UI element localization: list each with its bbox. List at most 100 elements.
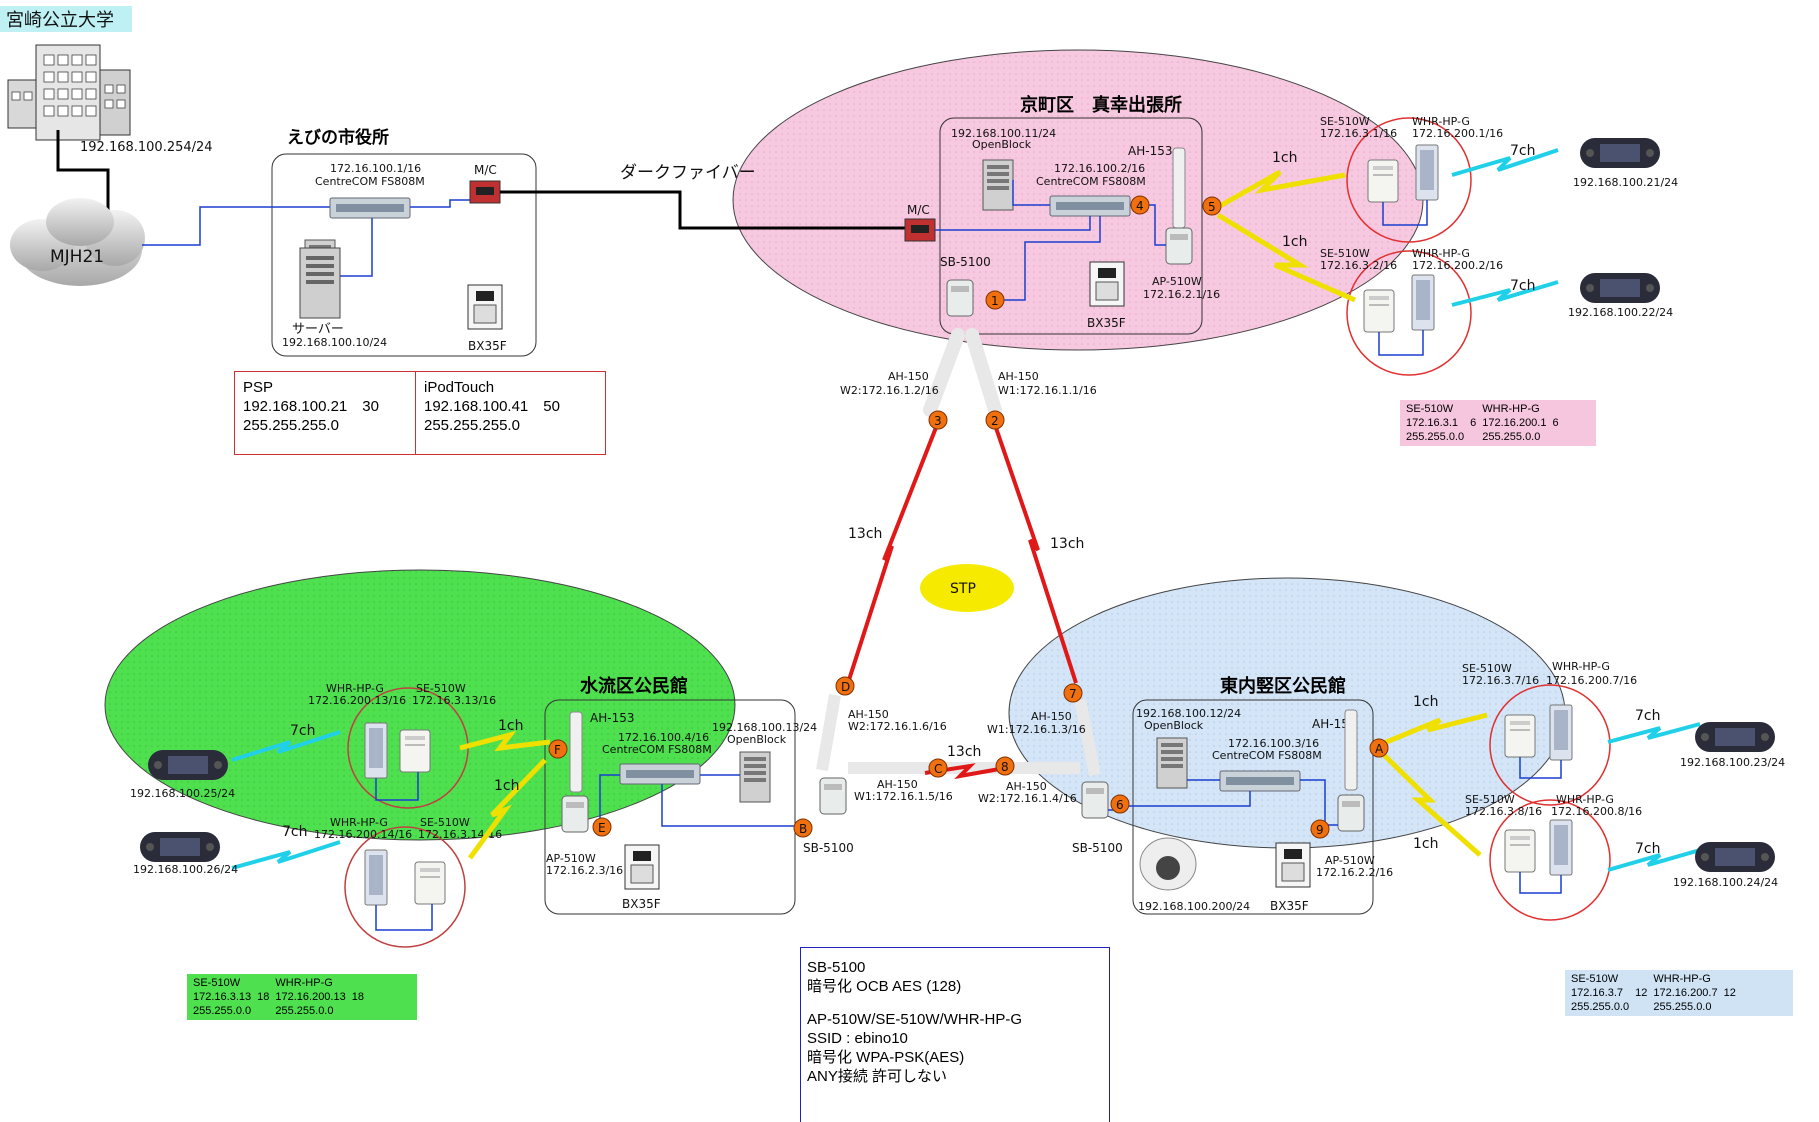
- university-building-icon: [7, 44, 131, 141]
- city-hall-server-ip: 192.168.100.10/24: [282, 336, 387, 349]
- suiryu-whr2-icon: [364, 849, 388, 906]
- kyomachi-psp2-ip: 192.168.100.22/24: [1568, 306, 1673, 319]
- suiryu-title: 水流区公民館: [580, 675, 688, 697]
- suiryu-summary-h1: SE-510W: [193, 977, 241, 989]
- cloud-switch-line: [142, 206, 330, 246]
- kyomachi-summary-r1c1: 172.16.3.1: [1406, 417, 1458, 429]
- city-hall-mc-label: M/C: [474, 163, 497, 177]
- higashi-whr1-icon: [1549, 704, 1573, 761]
- suiryu-sb-label: SB-5100: [803, 841, 854, 855]
- suiryu-bx-icon: [624, 844, 660, 890]
- switch-server-line: [335, 218, 373, 277]
- higashi-switch-ap-line: [1300, 779, 1338, 826]
- marker-3: 3: [928, 410, 948, 430]
- city-hall-title: えびの市役所: [287, 127, 389, 148]
- higashi-se1-icon: [1504, 714, 1536, 758]
- kyomachi-pair2-circle: [1346, 250, 1472, 376]
- dark-fiber-line: [500, 190, 910, 230]
- higashi-summary-r1c1: 172.16.3.7: [1571, 987, 1623, 999]
- suiryu-whr1-label: WHR-HP-G: [326, 682, 384, 695]
- kyomachi-sb-icon: [946, 279, 974, 317]
- bottom-13ch-label: 13ch: [947, 744, 981, 760]
- kyomachi-ah150-left-icon: [923, 328, 965, 417]
- suiryu-7ch-a: 7ch: [290, 723, 315, 739]
- ipod-box-line2: 255.255.255.0: [424, 417, 520, 434]
- suiryu-ah150-up-icon: [816, 693, 841, 772]
- cloud-icon: [10, 198, 145, 286]
- legend-line6: ANY接続 許可しない: [807, 1068, 948, 1085]
- kyomachi-bx-icon: [1089, 261, 1125, 307]
- stp-label: STP: [950, 581, 976, 597]
- psp-box-line2: 255.255.255.0: [243, 417, 339, 434]
- kyomachi-link2-label: 1ch: [1282, 234, 1307, 250]
- kyomachi-whr1-label: WHR-HP-G: [1412, 115, 1470, 128]
- marker-8: 8: [995, 756, 1015, 776]
- suiryu-se1-ip: 172.16.3.13/16: [412, 694, 496, 707]
- suiryu-whr1-icon: [364, 722, 388, 779]
- university-ip: 192.168.100.254/24: [80, 140, 213, 155]
- legend-line3: AP-510W/SE-510W/WHR-HP-G: [807, 1011, 1023, 1028]
- higashi-sb-icon: [1081, 781, 1109, 819]
- svg-text:5: 5: [1208, 200, 1216, 214]
- city-hall-bx-label: BX35F: [468, 339, 507, 353]
- suiryu-summary-r1c2: 172.16.200.13: [275, 991, 346, 1003]
- university-name: 宮崎公立大学: [6, 10, 114, 31]
- higashi-1ch-b: 1ch: [1413, 836, 1438, 852]
- higashi-whr2-ip: 172.16.200.8/16: [1551, 805, 1642, 818]
- cloud-label: MJH21: [50, 247, 104, 267]
- higashi-summary-r1n1: 12: [1635, 987, 1648, 999]
- kyomachi-link2-bolt: [1216, 212, 1357, 303]
- kyomachi-se2-icon: [1363, 289, 1395, 333]
- kyomachi-pair1-cable: [1382, 200, 1428, 226]
- suiryu-summary-h2: WHR-HP-G: [275, 977, 333, 989]
- higashi-bx-icon: [1275, 842, 1311, 888]
- kyomachi-pair1-circle: [1346, 117, 1472, 243]
- higashi-psp2-icon: [1695, 842, 1775, 872]
- kyomachi-ah150-left-label: AH-150: [888, 370, 929, 383]
- kyomachi-whr1-ip: 172.16.200.1/16: [1412, 127, 1503, 140]
- higashi-summary-r1n2: 12: [1723, 987, 1736, 999]
- suiryu-summary-r2c2: 255.255.0.0: [275, 1005, 334, 1017]
- right-13ch-label: 13ch: [1050, 536, 1084, 552]
- stp-badge: [920, 564, 1014, 612]
- higashi-psp1-ip: 192.168.100.23/24: [1680, 756, 1785, 769]
- psp-settings-box: PSP 192.168.100.21 30 255.255.255.0: [234, 371, 422, 455]
- kyomachi-ah150-right-icon: [965, 328, 1002, 417]
- suiryu-ah153-label: AH-153: [590, 711, 634, 725]
- higashi-whr2-label: WHR-HP-G: [1556, 793, 1614, 806]
- kyomachi-ah153-label: AH-153: [1128, 144, 1172, 158]
- kyomachi-link1-bolt: [1216, 169, 1346, 210]
- suiryu-openblock-ip: 192.168.100.13/24: [712, 721, 817, 734]
- higashi-openblock-icon: [1156, 737, 1188, 789]
- higashi-7ch-bolt-2: [1607, 848, 1701, 872]
- higashi-switch-icon: [1219, 770, 1301, 792]
- suiryu-1ch-bolt-2: [467, 758, 547, 860]
- kyomachi-openblock-label: OpenBlock: [972, 138, 1032, 151]
- higashi-pair1-cable: [1519, 757, 1562, 779]
- suiryu-se1-label: SE-510W: [416, 682, 466, 695]
- suiryu-se2-ip: 172.16.3.14/16: [418, 828, 502, 841]
- suiryu-bx-label: BX35F: [622, 897, 661, 911]
- higashi-se1-ip: 172.16.3.7/16: [1462, 674, 1539, 687]
- suiryu-whr2-ip: 172.16.200.14/16: [314, 828, 412, 841]
- svg-text:1: 1: [991, 294, 999, 308]
- higashi-whr1-label: WHR-HP-G: [1552, 660, 1610, 673]
- higashi-summary-r2c2: 255.255.0.0: [1653, 1001, 1712, 1013]
- marker-9: 9: [1310, 819, 1330, 839]
- kyomachi-summary-r1n1: 6: [1470, 417, 1477, 429]
- higashi-7ch-bolt-1: [1607, 722, 1701, 744]
- kyomachi-ah153-icon: [1172, 147, 1186, 229]
- suiryu-openblock-icon: [739, 751, 771, 803]
- higashi-se1-label: SE-510W: [1462, 662, 1512, 675]
- higashi-sb-label: SB-5100: [1072, 841, 1123, 855]
- kyomachi-ap-icon: [1165, 227, 1193, 265]
- suiryu-switch-ip: 172.16.100.4/16: [618, 731, 709, 744]
- suiryu-7ch-bolt-1: [231, 730, 341, 762]
- psp-box-line1: 192.168.100.21 30: [243, 398, 379, 415]
- higashi-pair2-cable: [1519, 872, 1562, 894]
- kyomachi-7ch-bolt-1: [1451, 148, 1559, 177]
- kyomachi-switch-ip: 172.16.100.2/16: [1054, 162, 1145, 175]
